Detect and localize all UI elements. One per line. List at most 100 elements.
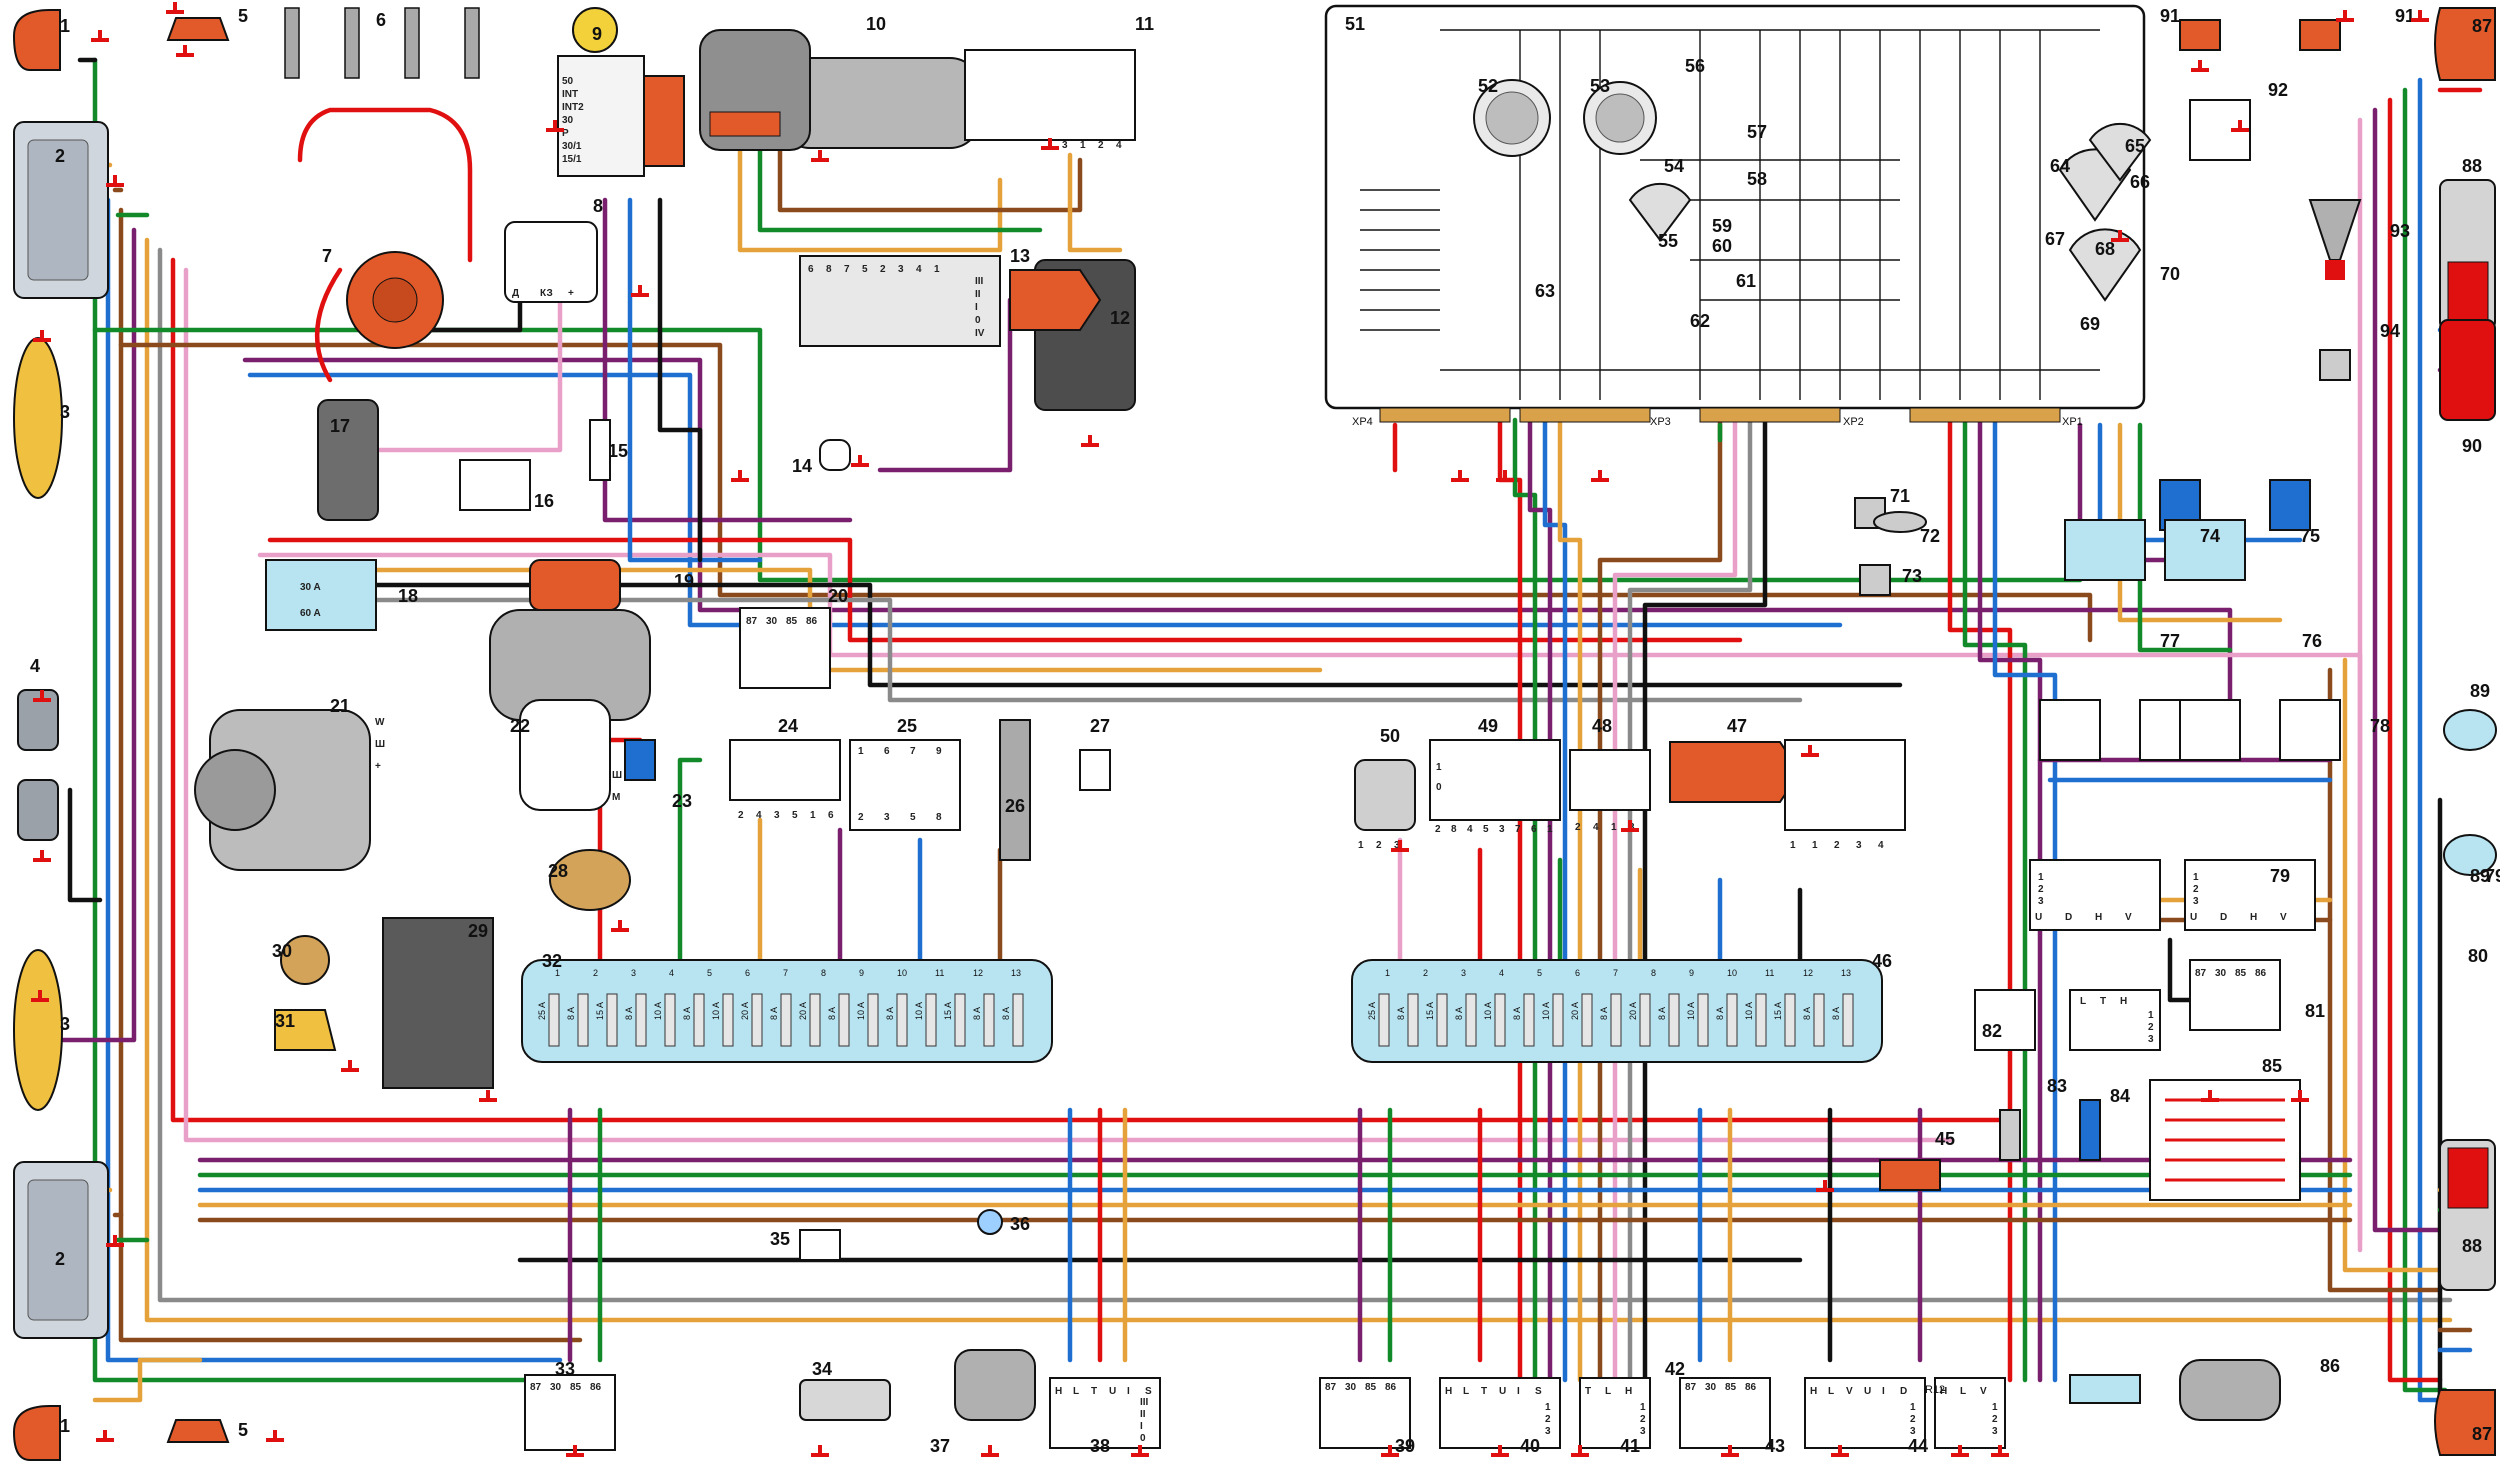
switch-79a-pos-1: 2: [2038, 884, 2044, 895]
component-number-44: 44: [1908, 1436, 1928, 1456]
switch-43-pos-2: 3: [1910, 1426, 1916, 1437]
fuse-46-fuse-14: [1784, 993, 1796, 1047]
block-24-pin-2: 3: [774, 810, 780, 821]
switch-38-pin-1: L: [1073, 1386, 1079, 1397]
component-number-43: 43: [1765, 1436, 1785, 1456]
fuse-32-rating-14: 15 A: [943, 1002, 953, 1020]
fuse-46-rating-13: 10 A: [1744, 1002, 1754, 1020]
fuse-46-pos-7: 7: [1613, 968, 1618, 978]
fuse-46-rating-4: 10 A: [1483, 1002, 1493, 1020]
block-50-pin-2: 3: [1394, 840, 1400, 851]
component-number-11: 11: [1135, 14, 1154, 34]
relay-42-pin-0: 87: [1685, 1382, 1697, 1393]
switch-81-pos-2: 3: [2148, 1034, 2154, 1045]
component-number-94: 94: [2380, 321, 2400, 341]
fuse-32-pos-1: 1: [555, 968, 560, 978]
relay-11-pin-2: 2: [1098, 140, 1104, 151]
ground-symbol-10: [266, 1430, 284, 1442]
relay-20-pin-2: 85: [786, 616, 798, 627]
fuse-46-fuse-15: [1813, 993, 1825, 1047]
ignition-switch-9-term-1: INT: [562, 89, 578, 100]
component-number-88: 88: [2462, 156, 2482, 176]
switch-40-pin-1: L: [1463, 1386, 1469, 1397]
component-number-10: 10: [866, 14, 886, 34]
component-number-27: 27: [1090, 716, 1110, 736]
component-number-80: 80: [2468, 946, 2488, 966]
component-number-68: 68: [2095, 239, 2115, 259]
fuse-46-fuse-2: [1436, 993, 1448, 1047]
block-25-top-pin-0: 1: [858, 746, 864, 757]
switch-38-pos-3: 0: [1140, 1433, 1146, 1444]
switch-38-pos-2: I: [1140, 1421, 1143, 1432]
switch-38-pin-3: U: [1109, 1386, 1116, 1397]
block-25-top-pin-2: 7: [910, 746, 916, 757]
switch-43-pin-5: D: [1900, 1386, 1907, 1397]
fuse-32-fuse-16: [1012, 993, 1024, 1047]
component-number-60: 60: [1712, 236, 1732, 256]
relay-39-pin-0: 87: [1325, 1382, 1337, 1393]
fuse-32-pos-10: 10: [897, 968, 907, 978]
block-49-pin-0: 2: [1435, 824, 1441, 835]
fuse-32-pos-3: 3: [631, 968, 636, 978]
wiper-switch-13-pos-4: IV: [975, 328, 985, 339]
component-number-12: 12: [1110, 308, 1130, 328]
fuse-46-pos-9: 9: [1689, 968, 1694, 978]
fuse-46-pos-8: 8: [1651, 968, 1656, 978]
switch-79b-pin-3: V: [2280, 912, 2287, 923]
block-48-pin-1: 4: [1593, 822, 1599, 833]
component-number-75: 75: [2300, 526, 2320, 546]
relay-20-pin-0: 87: [746, 616, 758, 627]
ground-symbol-12: [631, 285, 649, 297]
wiper-switch-13-pin-4: 2: [880, 264, 886, 275]
fuse-32-pos-9: 9: [859, 968, 864, 978]
switch-43-pos-1: 2: [1910, 1414, 1916, 1425]
switch-41-pos-1: 2: [1640, 1414, 1646, 1425]
component-number-70: 70: [2160, 264, 2180, 284]
switch-38-pin-4: I: [1127, 1386, 1130, 1397]
ground-symbol-9: [96, 1430, 114, 1442]
relay-80-pin-2: 85: [2235, 968, 2247, 979]
fuse-32-fuse-0: [548, 993, 560, 1047]
component-number-73: 73: [1902, 566, 1922, 586]
component-number-57: 57: [1747, 122, 1767, 142]
fuse-46-pos-12: 12: [1803, 968, 1813, 978]
component-number-89b: 89: [2470, 866, 2490, 886]
fuse-32-fuse-8: [780, 993, 792, 1047]
block-25-bot-pin-1: 3: [884, 812, 890, 823]
block-24-pin-1: 4: [756, 810, 762, 821]
relay-11-pin-3: 4: [1116, 140, 1122, 151]
component-number-86: 86: [2320, 1356, 2340, 1376]
component-number-84: 84: [2110, 1086, 2130, 1106]
block-47-pin-2: 2: [1834, 840, 1840, 851]
fuse-46-pos-4: 4: [1499, 968, 1504, 978]
component-number-88b: 88: [2462, 1236, 2482, 1256]
block-24-pin-0: 2: [738, 810, 744, 821]
block-48-pin-2: 1: [1611, 822, 1617, 833]
switch-44-pin-0: H: [1940, 1386, 1947, 1397]
ground-symbol-23: [981, 1445, 999, 1457]
ground-symbol-27: [1571, 1445, 1589, 1457]
component-number-9: 9: [592, 24, 602, 44]
block-49-pos-0: 1: [1436, 762, 1442, 773]
ground-symbol-11: [546, 120, 564, 132]
ground-symbol-1: [166, 2, 184, 14]
fuse-46-rating-5: 8 A: [1512, 1007, 1522, 1020]
component-number-82: 82: [1982, 1021, 2002, 1041]
component-number-20: 20: [828, 586, 848, 606]
ground-symbol-26: [1491, 1445, 1509, 1457]
relay-33-pin-0: 87: [530, 1382, 542, 1393]
component-number-74: 74: [2200, 526, 2220, 546]
switch-81-pin-2: H: [2120, 996, 2127, 1007]
switch-79b-pin-2: H: [2250, 912, 2257, 923]
switch-43-pin-2: V: [1846, 1386, 1853, 1397]
component-number-92: 92: [2268, 80, 2288, 100]
block-25-bot-pin-2: 5: [910, 812, 916, 823]
block-49-pos-1: 0: [1436, 782, 1442, 793]
ground-symbol-21: [566, 1445, 584, 1457]
component-number-6: 6: [376, 10, 386, 30]
switch-40-pin-0: H: [1445, 1386, 1452, 1397]
coil-8-term-2: +: [568, 288, 574, 299]
block-49-pin-2: 4: [1467, 824, 1473, 835]
component-number-59: 59: [1712, 216, 1732, 236]
